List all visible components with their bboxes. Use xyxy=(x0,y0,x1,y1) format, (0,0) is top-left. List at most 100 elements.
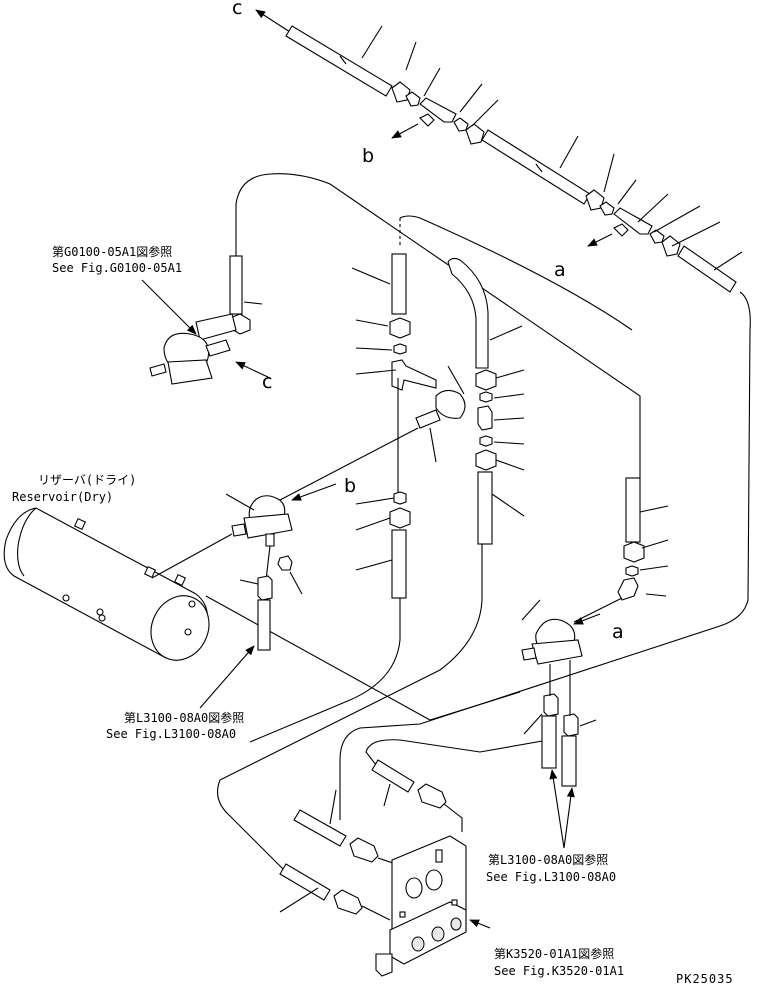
hose-segment xyxy=(371,759,415,793)
sleeve xyxy=(393,491,407,505)
port-fitting xyxy=(205,339,231,357)
hose-vertical xyxy=(391,529,407,599)
ref-g0100-jp: 第G0100-05A1図参照 xyxy=(52,244,172,259)
hose-vertical xyxy=(257,599,271,651)
reservoir-label-jp: リザーバ(ドライ) xyxy=(38,473,136,487)
ref-arrow-g0100 xyxy=(141,279,197,335)
hose-vertical xyxy=(229,255,243,315)
hose-segment xyxy=(279,863,331,901)
bracket-tab xyxy=(375,953,393,977)
reservoir-label-en: Reservoir(Dry) xyxy=(12,490,113,504)
ref-g0100-en: See Fig.G0100-05A1 xyxy=(52,261,182,275)
callout-c-left: c xyxy=(262,371,272,393)
tee-branch xyxy=(613,223,629,237)
hose-fitting xyxy=(333,889,363,915)
callout-a-bottom: a xyxy=(612,621,624,643)
hose-vertical xyxy=(541,715,557,769)
elbow-fitting xyxy=(617,577,639,601)
hose-fitting xyxy=(349,837,379,863)
flow-arrow-a xyxy=(587,233,613,247)
nut xyxy=(661,235,681,257)
tee-fitting xyxy=(391,359,437,391)
sleeve xyxy=(599,201,615,216)
hose-vertical xyxy=(391,253,407,315)
ref-k3520-jp: 第K3520-01A1図参照 xyxy=(494,946,614,961)
flow-arrow-b-mid xyxy=(291,483,337,501)
tee-branch xyxy=(419,113,435,127)
tank-fitting xyxy=(73,517,87,531)
line-route-upper xyxy=(399,215,633,331)
valve-cap xyxy=(405,877,423,899)
ref-l3100-right-jp: 第L3100-08A0図参照 xyxy=(488,852,608,867)
flow-arrow-c xyxy=(255,9,291,33)
hose-fitting xyxy=(563,713,579,737)
tank-fitting xyxy=(143,565,157,579)
callout-b-top: b xyxy=(362,145,374,167)
ref-arrow-l3100-left xyxy=(199,645,255,709)
sleeve xyxy=(479,435,493,447)
sleeve xyxy=(649,229,665,244)
union-fitting xyxy=(415,409,441,429)
bolt xyxy=(399,911,406,918)
ref-arrow-l3100-right-2 xyxy=(563,787,575,849)
bottom-bracket-assembly xyxy=(279,759,491,977)
hose-vertical xyxy=(477,471,493,545)
ref-l3100-left-jp: 第L3100-08A0図参照 xyxy=(124,710,244,725)
flow-arrow-b xyxy=(391,123,419,139)
flow-arrow-a-bottom xyxy=(573,613,601,625)
nut xyxy=(389,317,411,339)
right-center-fitting-stack xyxy=(447,257,525,545)
sleeve xyxy=(393,343,407,355)
hose-fitting xyxy=(543,693,559,717)
port-hole xyxy=(450,917,462,931)
hose-vertical xyxy=(625,477,641,543)
drawing-code: PK25035 xyxy=(676,972,734,986)
port-hole xyxy=(411,936,425,952)
line-bracket-link xyxy=(443,803,463,832)
plug xyxy=(277,555,293,571)
hose-segment xyxy=(293,809,347,847)
sleeve xyxy=(625,565,639,577)
tank-end-cap xyxy=(150,595,210,661)
bolt xyxy=(451,899,458,906)
nut xyxy=(389,507,411,529)
bracket-slot xyxy=(435,849,443,863)
hose-segment xyxy=(481,129,591,205)
line-route-lower xyxy=(365,739,549,771)
sleeve xyxy=(405,91,421,107)
flow-arrow-c-left xyxy=(235,361,271,379)
tank-port xyxy=(188,600,196,608)
ref-k3520-en: See Fig.K3520-01A1 xyxy=(494,964,624,978)
ref-arrow-k3520 xyxy=(469,919,491,929)
tee-fitting xyxy=(419,97,457,123)
center-fitting-stack xyxy=(279,218,466,599)
line-route-center-down xyxy=(217,544,483,871)
ref-l3100-left-en: See Fig.L3100-08A0 xyxy=(106,727,236,741)
hose-vertical xyxy=(561,735,577,787)
tank-drain xyxy=(184,628,192,636)
relay-valve-right: a xyxy=(521,477,669,849)
tee-fitting xyxy=(613,207,653,235)
hose-segment xyxy=(677,245,737,293)
sleeve xyxy=(479,391,493,403)
nut xyxy=(475,449,497,471)
valve-base xyxy=(243,513,293,539)
port-fitting xyxy=(149,363,167,377)
hose-fitting xyxy=(417,783,447,809)
line-route-left-loop xyxy=(235,173,641,478)
nut xyxy=(585,189,605,211)
callout-a-top: a xyxy=(554,259,566,281)
line-route-reservoir xyxy=(205,595,521,721)
valve-cap xyxy=(425,869,443,891)
routed-lines xyxy=(205,173,751,871)
tank-port xyxy=(96,608,104,616)
valve-base xyxy=(531,639,583,665)
tank-fitting xyxy=(173,573,187,587)
port-fitting xyxy=(521,647,537,661)
port-hole xyxy=(431,926,445,942)
top-hose-chain: c b a xyxy=(232,0,743,293)
ref-l3100-right-en: See Fig.L3100-08A0 xyxy=(486,870,616,884)
valve-base xyxy=(167,359,213,385)
